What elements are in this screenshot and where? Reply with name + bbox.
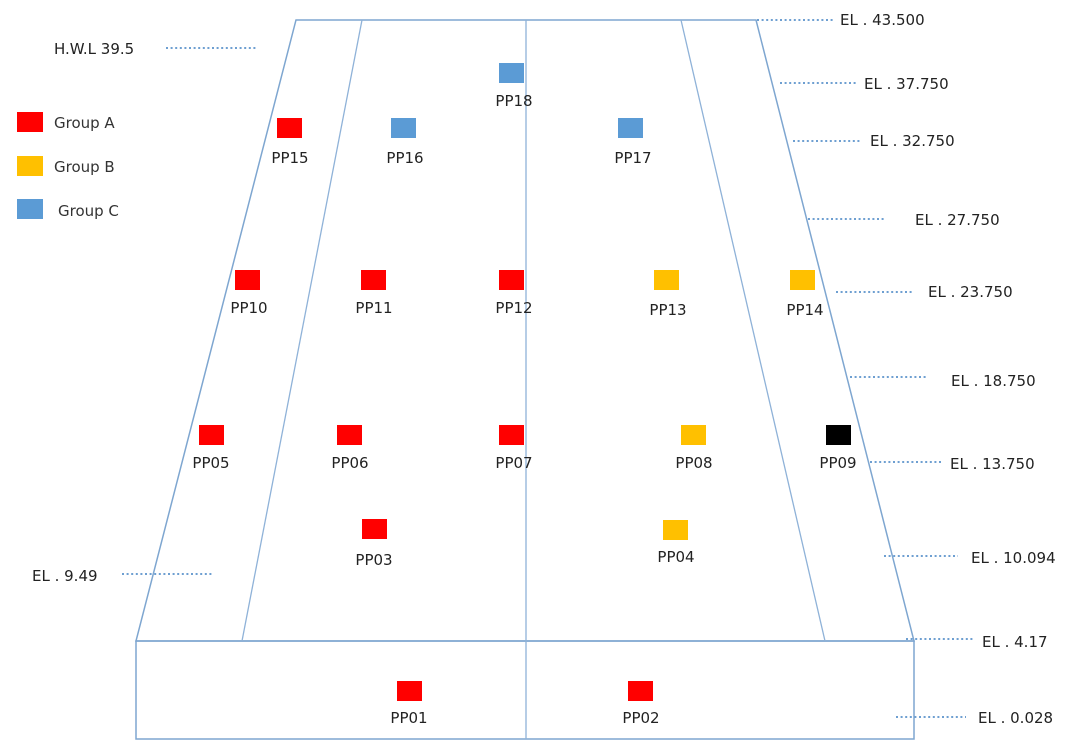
elevation-label: EL . 10.094 [971, 549, 1056, 567]
point-marker[interactable] [663, 520, 688, 540]
elevation-label: EL . 4.17 [982, 633, 1048, 651]
point-marker[interactable] [397, 681, 422, 701]
point-markers: PP01 PP02 PP03 PP04 PP05 PP06 PP07 PP08 [192, 63, 857, 727]
dam-outer-outline [135, 19, 915, 642]
elevation-labels: EL . 43.500 EL . 37.750 EL . 32.750 EL .… [32, 11, 1056, 727]
point-marker[interactable] [277, 118, 302, 138]
legend-swatch-group-c [17, 199, 43, 219]
point-label: PP05 [192, 454, 229, 472]
point-pp14[interactable]: PP14 [786, 270, 824, 319]
hwl-label: H.W.L 39.5 [54, 40, 134, 58]
point-pp11[interactable]: PP11 [355, 270, 393, 317]
point-label: PP16 [386, 149, 423, 167]
core-left-boundary [241, 19, 363, 642]
point-label: PP11 [355, 299, 392, 317]
elevation-label: EL . 43.500 [840, 11, 925, 29]
legend: Group A Group B Group C [17, 112, 119, 220]
elevation-label: EL . 0.028 [978, 709, 1053, 727]
point-pp09[interactable]: PP09 [819, 425, 857, 472]
point-pp02[interactable]: PP02 [622, 681, 660, 727]
elevation-label: EL . 13.750 [950, 455, 1035, 473]
point-marker[interactable] [654, 270, 679, 290]
point-marker[interactable] [499, 270, 524, 290]
point-marker[interactable] [361, 270, 386, 290]
point-marker[interactable] [618, 118, 643, 138]
elevation-label: EL . 37.750 [864, 75, 949, 93]
point-label: PP10 [230, 299, 267, 317]
dam-structure [135, 19, 915, 740]
point-label: PP12 [495, 299, 532, 317]
point-marker[interactable] [199, 425, 224, 445]
point-label: PP01 [390, 709, 427, 727]
point-pp18[interactable]: PP18 [495, 63, 533, 110]
point-pp13[interactable]: PP13 [649, 270, 687, 319]
legend-swatch-group-b [17, 156, 43, 176]
point-marker[interactable] [337, 425, 362, 445]
point-marker[interactable] [391, 118, 416, 138]
elevation-leaders [122, 19, 974, 718]
point-label: PP03 [355, 551, 392, 569]
elevation-label: EL . 32.750 [870, 132, 955, 150]
point-label: PP17 [614, 149, 651, 167]
legend-label-group-b: Group B [54, 158, 115, 176]
point-label: PP04 [657, 548, 694, 566]
point-pp06[interactable]: PP06 [331, 425, 369, 472]
point-pp16[interactable]: PP16 [386, 118, 424, 167]
point-label: PP15 [271, 149, 308, 167]
point-pp10[interactable]: PP10 [230, 270, 268, 317]
point-marker[interactable] [499, 425, 524, 445]
elevation-label: EL . 9.49 [32, 567, 98, 585]
point-pp08[interactable]: PP08 [675, 425, 713, 472]
point-pp01[interactable]: PP01 [390, 681, 428, 727]
point-label: PP18 [495, 92, 532, 110]
point-label: PP13 [649, 301, 686, 319]
point-marker[interactable] [235, 270, 260, 290]
point-label: PP06 [331, 454, 368, 472]
point-label: PP07 [495, 454, 532, 472]
legend-swatch-group-a [17, 112, 43, 132]
point-label: PP14 [786, 301, 823, 319]
elevation-label: EL . 27.750 [915, 211, 1000, 229]
legend-label-group-c: Group C [58, 202, 119, 220]
point-pp05[interactable]: PP05 [192, 425, 230, 472]
point-label: PP02 [622, 709, 659, 727]
point-pp03[interactable]: PP03 [355, 519, 393, 569]
point-pp15[interactable]: PP15 [271, 118, 309, 167]
point-pp07[interactable]: PP07 [495, 425, 533, 472]
legend-label-group-a: Group A [54, 114, 115, 132]
point-marker[interactable] [826, 425, 851, 445]
elevation-label: EL . 18.750 [951, 372, 1036, 390]
point-label: PP08 [675, 454, 712, 472]
point-pp04[interactable]: PP04 [657, 520, 695, 566]
point-pp17[interactable]: PP17 [614, 118, 652, 167]
point-label: PP09 [819, 454, 856, 472]
point-marker[interactable] [790, 270, 815, 290]
point-marker[interactable] [499, 63, 524, 83]
elevation-label: EL . 23.750 [928, 283, 1013, 301]
core-right-boundary [680, 19, 826, 642]
point-marker[interactable] [628, 681, 653, 701]
foundation-block [135, 640, 915, 740]
point-pp12[interactable]: PP12 [495, 270, 533, 317]
point-marker[interactable] [362, 519, 387, 539]
point-marker[interactable] [681, 425, 706, 445]
